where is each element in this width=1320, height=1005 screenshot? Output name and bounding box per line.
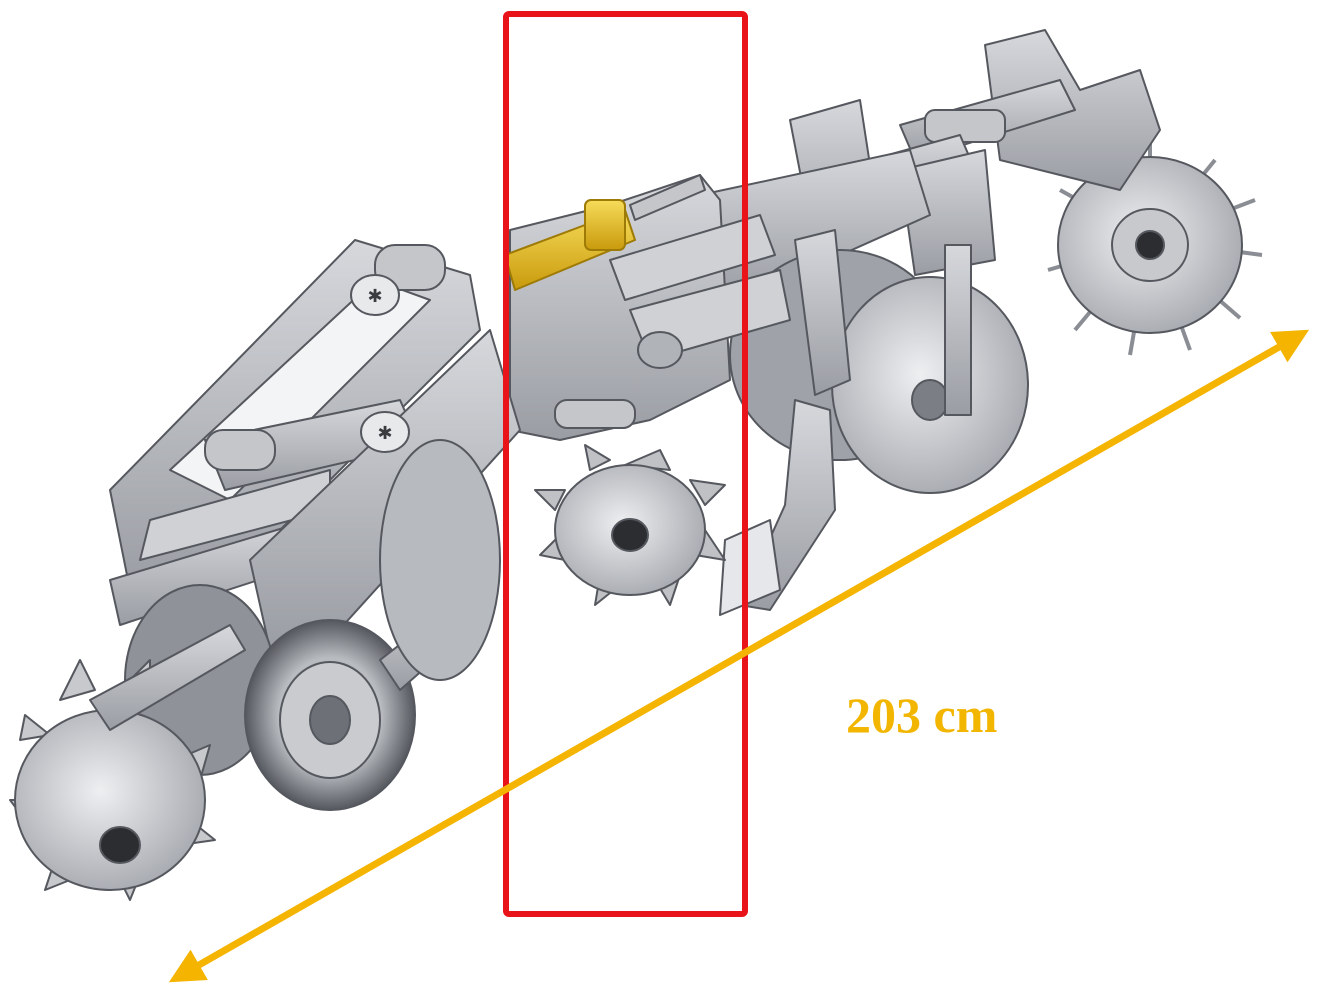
hydraulic-cylinder — [504, 174, 706, 291]
main-opener-disc — [379, 439, 501, 681]
opener-disc — [729, 229, 1029, 494]
svg-text:✱: ✱ — [377, 423, 392, 444]
dimension-label: 203 cm — [846, 687, 998, 743]
dimension-arrow — [168, 329, 1310, 983]
brand-logo-emblem: ✱ — [350, 274, 400, 316]
center-spiked-wheel — [534, 444, 726, 606]
svg-text:✱: ✱ — [367, 286, 382, 307]
brand-logo-emblem: ✱ — [360, 411, 410, 453]
